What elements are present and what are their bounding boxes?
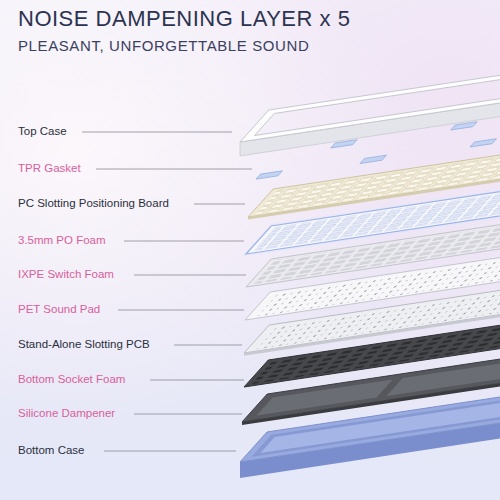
part-name: PET Sound Pad: [18, 303, 100, 315]
part-name: Top Case: [18, 125, 67, 137]
part-name: Bottom Socket Foam: [18, 373, 125, 385]
part-name: Bottom Case: [18, 444, 84, 456]
diagram-title: NOISE DAMPENING LAYER x 5: [18, 6, 350, 32]
part-name: IXPE Switch Foam: [18, 268, 114, 280]
layer-edge: [248, 174, 500, 219]
subtitle: PLEASANT, UNFORGETTABLE SOUND: [18, 37, 309, 54]
pc-plate: [248, 146, 500, 217]
layer-edge: [244, 310, 500, 356]
leader-lines: [82, 132, 252, 451]
part-name: TPR Gasket: [18, 162, 81, 174]
top-case: [240, 67, 500, 143]
part-name: Silicone Dampener: [18, 407, 115, 419]
part-name: 3.5mm PO Foam: [18, 234, 106, 246]
part-name: Stand-Alone Slotting PCB: [18, 338, 150, 350]
layer-edge: [242, 379, 500, 425]
part-name: PC Slotting Positioning Board: [18, 197, 169, 209]
